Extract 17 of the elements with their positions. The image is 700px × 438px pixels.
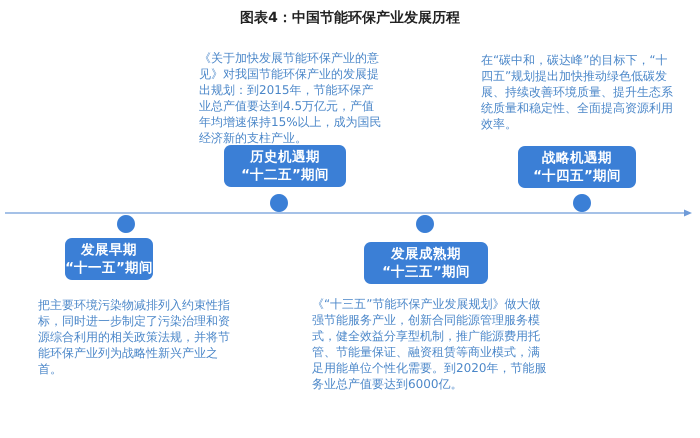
period-years: “十二五”期间 [240,166,330,184]
period-name: 战略机遇期 [541,149,613,167]
period-years: “十一五”期间 [65,259,153,277]
period-box [364,242,488,284]
description-text: 《关于加快发展节能环保产业的意见》对我国节能环保产业的发展提出规划：到2015年，节能环保产业总产值要达到4.5万亿元，产值年均增速保持15%以上，成为国民经济新的支柱产业。 [199,50,383,146]
period-years: “十三五”期间 [381,263,471,281]
period-years: “十四五”期间 [532,167,622,185]
period-box [224,145,346,187]
period-name: 发展成熟期 [390,245,462,263]
period-name: 发展早期 [80,241,138,259]
period-box [65,238,153,280]
description-text: 把主要环境污染物减排列入约束性指标，同时进一步制定了污染治理和资源综合利用的相关政策法规，并将节能环保产业列为战略性新兴产业之首。 [38,297,230,377]
period-name: 历史机遇期 [248,148,321,166]
description-text: 在“碳中和，碳达峰”的目标下，“十四五”规划提出加快推动绿色低碳发展、持续改善环境质量、提升生态系统质量和稳定性、全面提高资源利用效率。 [481,52,674,132]
description-text: 《“十三五”节能环保产业发展规划》做大做强节能服务产业，创新合同能源管理服务模式，健全效益分享型机制，推广能源费用托管、节能量保证、融资租赁等商业模式，满足用能单位个性化需要。到2020年，节能服务业总产值要达到6000亿。 [312,296,548,392]
chart-title: 图表4：中国节能环保产业发展历程 [239,9,461,27]
period-box [518,146,636,188]
